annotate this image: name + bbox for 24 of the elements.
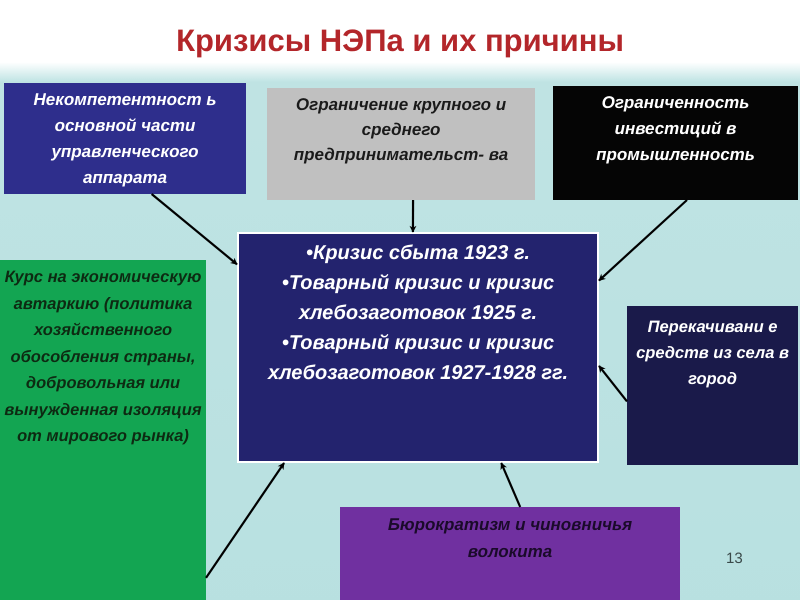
arrow — [409, 200, 416, 233]
cause-box — [4, 83, 246, 194]
box-text: Перекачивани е средств из села в город — [635, 317, 790, 390]
arrow — [205, 462, 285, 579]
cause-box — [0, 260, 206, 600]
arrow — [598, 199, 688, 282]
arrow — [150, 193, 238, 266]
box-text: •Кризис сбыта 1923 г. — [305, 241, 531, 266]
box-text: Курс на экономическую автаркию (политика хозяйственного обособления страны, добровольная или вынужденная изоляция от мирового рынка) — [4, 267, 202, 447]
box-text: Ограничение крупного и среднего предпринимательст- ва — [292, 94, 510, 166]
box-text: Некомпетентност ь основной части управленческого аппарата — [32, 89, 218, 189]
crisis-box — [237, 232, 599, 463]
page-number: 13 — [726, 549, 743, 569]
box-text: Бюрократизм и чиновничья волокита — [386, 514, 634, 563]
cause-box — [553, 86, 798, 200]
box-text: •Товарный кризис и кризис хлебозаготовок 1927-1928 гг. — [266, 331, 570, 386]
box-text: Ограниченность инвестиций в промышленность — [595, 92, 756, 166]
arrow — [500, 462, 522, 508]
title: Кризисы НЭПа и их причины — [175, 22, 625, 60]
cause-box — [627, 306, 798, 465]
box-text: •Товарный кризис и кризис хлебозаготовок 1925 г. — [280, 271, 556, 326]
cause-box — [267, 88, 535, 200]
cause-box — [340, 507, 680, 600]
arrow — [598, 365, 628, 402]
